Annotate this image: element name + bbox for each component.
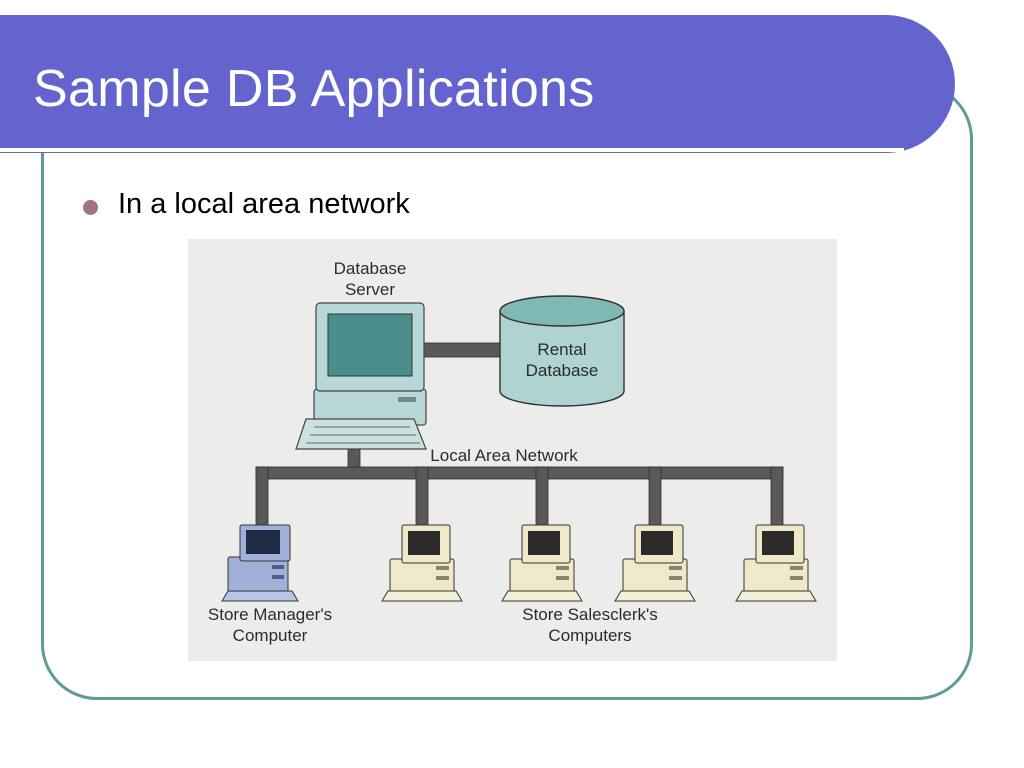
clerk-computer-4-icon	[735, 524, 817, 602]
database-label-line1: Rental	[537, 340, 587, 359]
clerk-drop-cable-2	[535, 466, 549, 530]
manager-label-line2: Computer	[232, 626, 308, 645]
manager-computer-icon	[221, 524, 299, 602]
server-label-line2: Server	[344, 280, 396, 299]
clerks-label-line2: Computers	[548, 626, 632, 645]
title-band: Sample DB Applications	[0, 15, 955, 153]
manager-label: Store Manager's Computer	[188, 604, 352, 646]
clerk-computer-3-icon	[614, 524, 696, 602]
network-diagram: Database Server Rental Database Local Ar…	[188, 239, 837, 661]
bullet-text: In a local area network	[118, 188, 410, 220]
network-diagram-graphic	[221, 295, 817, 602]
server-database-link	[423, 342, 507, 358]
database-server-icon	[295, 302, 427, 450]
database-label: Rental Database	[502, 339, 622, 381]
manager-drop-cable	[255, 466, 269, 530]
clerk-drop-cable-1	[415, 466, 429, 530]
slide-title: Sample DB Applications	[33, 60, 595, 118]
rental-database-icon	[499, 295, 625, 407]
clerk-drop-cable-3	[648, 466, 662, 530]
clerk-computer-2-icon	[501, 524, 583, 602]
title-underline	[0, 148, 904, 152]
clerk-computer-1-icon	[381, 524, 463, 602]
database-label-line2: Database	[525, 361, 599, 380]
clerk-drop-cable-4	[770, 466, 784, 530]
server-label-line1: Database	[333, 259, 407, 278]
clerks-label-line1: Store Salesclerk's	[522, 605, 658, 624]
network-bus	[255, 466, 784, 480]
bullet-icon	[83, 200, 98, 215]
clerks-label: Store Salesclerk's Computers	[506, 604, 674, 646]
server-label: Database Server	[314, 258, 426, 300]
network-label: Local Area Network	[430, 446, 578, 465]
manager-label-line1: Store Manager's	[207, 605, 333, 624]
